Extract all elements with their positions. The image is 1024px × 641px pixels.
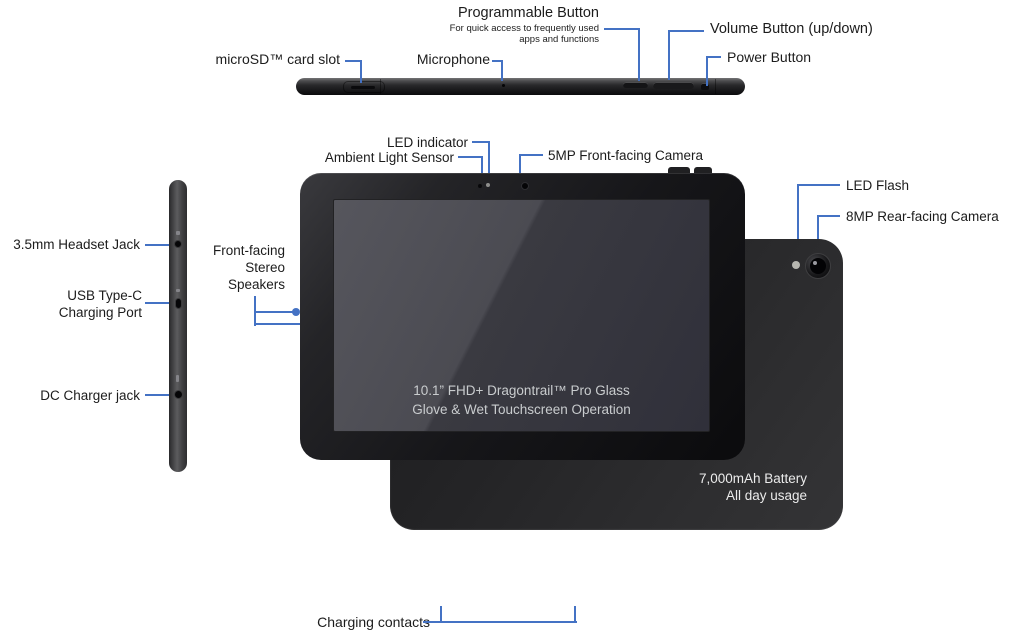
label-front-speakers: Front-facing Stereo Speakers [203, 242, 285, 293]
power-button [701, 83, 709, 90]
label-speakers-line3: Speakers [227, 277, 285, 292]
callout-line [345, 60, 362, 62]
top-edge-seam [715, 79, 716, 94]
label-volume-button: Volume Button (up/down) [710, 21, 873, 37]
callout-line [501, 60, 503, 81]
label-usb-line1: USB Type-C [67, 288, 142, 303]
label-charging-contacts: Charging contacts [317, 614, 430, 630]
touchscreen: 10.1” FHD+ Dragontrail™ Pro Glass Glove … [333, 199, 710, 432]
label-usb-line2: Charging Port [58, 305, 142, 320]
callout-line [706, 56, 708, 86]
callout-line [458, 156, 483, 158]
microsd-tray [343, 81, 385, 93]
label-headset-jack: 3.5mm Headset Jack [13, 237, 140, 252]
callout-line [488, 141, 490, 179]
front-camera-lens [521, 182, 529, 190]
headset-jack-icon [176, 231, 180, 235]
top-edge-seam [380, 79, 381, 94]
led-flash-dot [792, 261, 800, 269]
label-microphone: Microphone [416, 51, 490, 67]
label-programmable-button-sub1: For quick access to frequently used [449, 23, 599, 34]
headset-jack-port [174, 240, 182, 248]
callout-line [145, 244, 169, 246]
power-button-bump [694, 167, 712, 177]
callout-line [519, 154, 543, 156]
label-ambient-light-sensor: Ambient Light Sensor [324, 150, 454, 165]
callout-line [440, 606, 442, 623]
programmable-button [623, 82, 648, 88]
callout-line [145, 394, 169, 396]
rear-camera-glint [813, 261, 817, 265]
callout-line [817, 215, 840, 217]
callout-line [360, 60, 362, 83]
screen-caption-line2: Glove & Wet Touchscreen Operation [412, 402, 631, 417]
label-programmable-button-sub2: apps and functions [519, 34, 599, 45]
callout-line [668, 30, 670, 80]
led-indicator-dot [486, 183, 490, 187]
dc-jack-port [174, 390, 183, 399]
left-edge-view [169, 180, 187, 472]
callout-line [254, 311, 294, 313]
volume-rocker [653, 82, 694, 89]
callout-line [638, 28, 640, 81]
callout-line [145, 302, 169, 304]
usb-c-port [175, 298, 182, 309]
top-edge-view [296, 78, 745, 95]
label-dc-charger-jack: DC Charger jack [40, 388, 140, 403]
volume-button-bump [668, 167, 690, 177]
callout-line [817, 215, 819, 253]
label-microsd-card-slot: microSD™ card slot [215, 51, 340, 67]
callout-line [797, 184, 799, 258]
callout-line [604, 28, 640, 30]
callout-line [492, 60, 503, 62]
ambient-light-sensor-dot [478, 184, 482, 188]
label-speakers-line2: Stereo [245, 260, 285, 275]
label-usb-c-charging-port: USB Type-C Charging Port [38, 287, 142, 321]
label-speakers-line1: Front-facing [212, 243, 285, 258]
battery-caption: 7,000mAh Battery All day usage [699, 470, 807, 504]
callout-line [481, 156, 483, 181]
label-programmable-button: Programmable Button For quick access to … [420, 5, 599, 46]
label-programmable-button-title: Programmable Button [457, 5, 599, 21]
callout-line [706, 56, 721, 58]
rear-camera-inner-lens [810, 258, 826, 274]
rear-camera-lens [805, 253, 831, 279]
callout-line [797, 184, 840, 186]
label-power-button: Power Button [727, 49, 812, 65]
bottom-edge-view [293, 588, 747, 605]
callout-line [574, 606, 576, 623]
dc-jack-icon [176, 375, 179, 382]
label-rear-camera: 8MP Rear-facing Camera [846, 209, 999, 224]
tablet-front-view: 10.1” FHD+ Dragontrail™ Pro Glass Glove … [300, 173, 745, 460]
screen-caption: 10.1” FHD+ Dragontrail™ Pro Glass Glove … [334, 381, 709, 419]
callout-line [423, 621, 577, 623]
usb-c-icon [176, 289, 180, 292]
callout-line [472, 141, 490, 143]
label-led-indicator: LED indicator [386, 135, 468, 150]
battery-caption-line1: 7,000mAh Battery [698, 471, 807, 486]
label-led-flash: LED Flash [846, 178, 910, 193]
callout-line [668, 30, 704, 32]
label-front-camera: 5MP Front-facing Camera [548, 148, 704, 163]
microphone-hole [502, 84, 505, 87]
battery-caption-line2: All day usage [725, 488, 807, 503]
speaker-marker-dot [292, 308, 300, 316]
screen-caption-line1: 10.1” FHD+ Dragontrail™ Pro Glass [413, 383, 630, 398]
microsd-slot [351, 86, 375, 89]
callout-line [519, 154, 521, 178]
